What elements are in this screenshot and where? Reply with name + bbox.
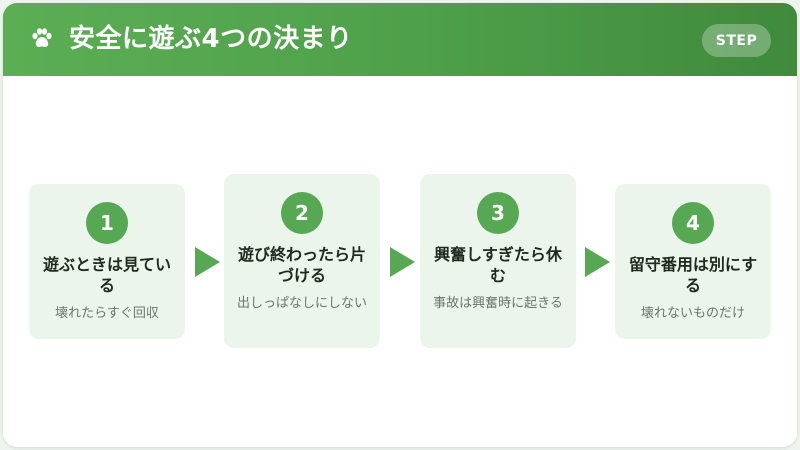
arrow-right-icon [195,247,220,277]
step-number: 2 [281,192,323,234]
step-title: 遊び終わったら片づける [237,245,366,285]
step-card-1: 1 遊ぶときは見ている 壊れたらすぐ回収 [29,184,185,339]
step-description: 出しっぱなしにしない [236,296,367,311]
paw-icon [32,28,52,47]
step-title: 留守番用は別にする [628,255,758,295]
page-title: 安全に遊ぶ4つの決まり [69,24,353,54]
step-number: 4 [672,202,714,244]
step-card-4: 4 留守番用は別にする 壊れないものだけ [615,184,771,339]
step-description: 壊れたらすぐ回収 [55,306,159,321]
step-card-3: 3 興奮しすぎたら休む 事故は興奮時に起きる [420,174,576,348]
step-card-2: 2 遊び終わったら片づける 出しっぱなしにしない [224,174,380,348]
arrow-right-icon [390,247,415,277]
steps-row: 1 遊ぶときは見ている 壊れたらすぐ回収 2 遊び終わったら片づける 出しっぱな… [3,3,797,447]
header-bar: 安全に遊ぶ4つの決まり STEP [3,3,797,76]
step-badge: STEP [702,24,771,57]
arrow-right-icon [585,247,610,277]
step-title: 遊ぶときは見ている [42,255,171,295]
rules-card: 安全に遊ぶ4つの決まり STEP 1 遊ぶときは見ている 壊れたらすぐ回収 2 … [3,3,797,447]
step-description: 壊れないものだけ [640,306,745,321]
step-description: 事故は興奮時に起きる [433,296,563,311]
step-title: 興奮しすぎたら休む [434,245,562,285]
step-number: 3 [477,192,519,234]
step-number: 1 [86,202,128,244]
